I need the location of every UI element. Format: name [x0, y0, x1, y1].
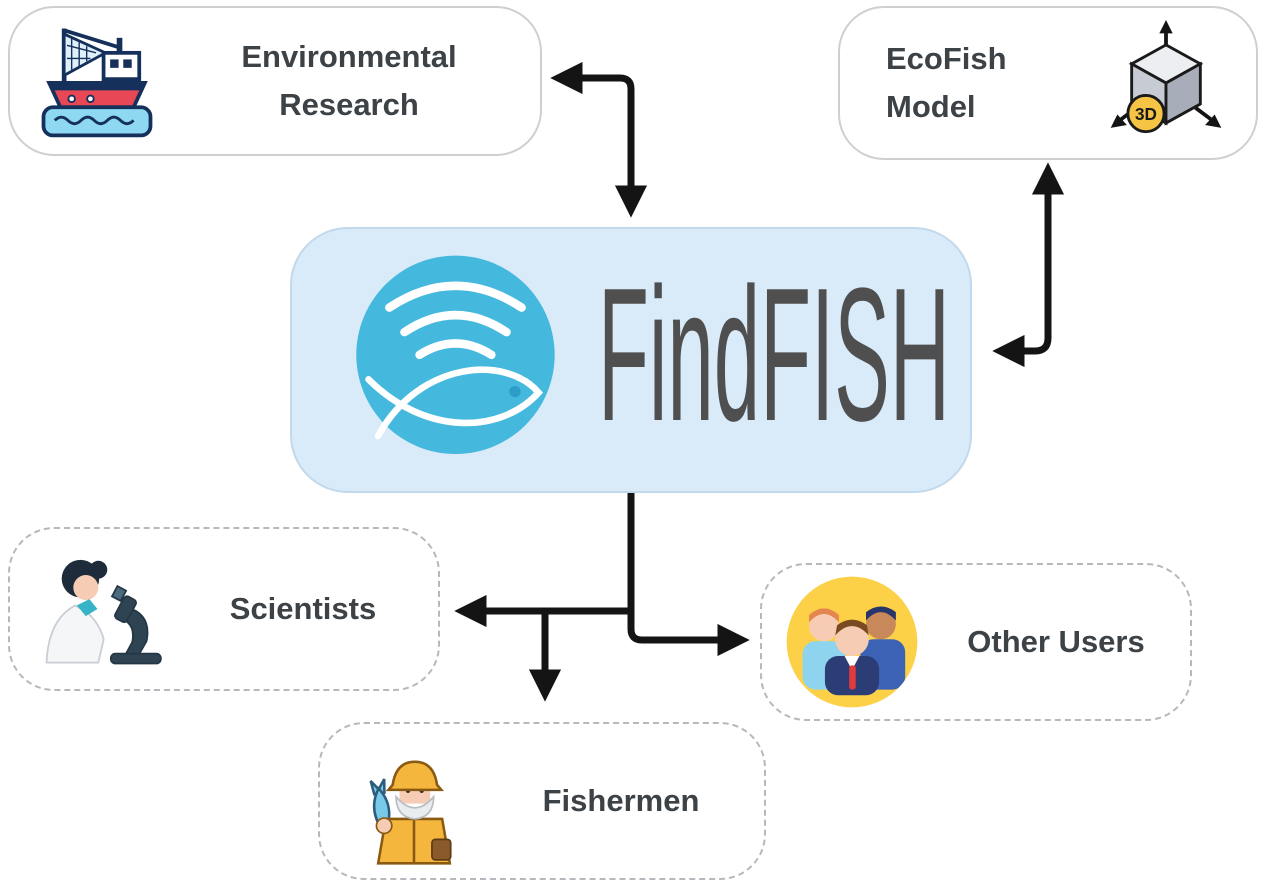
- node-environmental-research: Environmental Research: [8, 6, 542, 156]
- fish-sonar-logo-icon: [344, 249, 566, 471]
- label-line-2: Model: [886, 89, 976, 124]
- label-line-1: Environmental: [241, 38, 457, 74]
- findfish-title-text: FindFISH: [598, 249, 950, 461]
- node-label-other-users: Other Users: [967, 623, 1145, 659]
- label-line-2: Research: [279, 87, 419, 122]
- node-label-scientists: Scientists: [229, 590, 377, 626]
- node-ecofish-model: EcoFish Model 3D: [838, 6, 1258, 160]
- fisherman-icon: [350, 735, 478, 867]
- node-scientists: Scientists: [8, 527, 440, 691]
- node-fishermen: Fishermen: [318, 722, 766, 880]
- people-group-icon: [782, 572, 922, 712]
- node-other-users: Other Users: [760, 563, 1192, 721]
- node-label-fishermen: Fishermen: [542, 782, 700, 818]
- scientist-microscope-icon: [34, 545, 168, 673]
- node-label-ecofish-model: EcoFish Model: [840, 35, 1104, 131]
- node-findfish: FindFISH: [290, 227, 972, 493]
- cube-3d-badge-text: 3D: [1135, 104, 1157, 124]
- edge-findfish-other-users: [627, 493, 750, 657]
- findfish-wordmark: FindFISH: [594, 244, 962, 477]
- cube-3d-icon: 3D: [1104, 16, 1228, 150]
- label-line-1: EcoFish: [886, 40, 1007, 76]
- node-label-environmental-research: Environmental Research: [158, 33, 540, 129]
- fishing-boat-icon: [36, 15, 158, 147]
- edge-ecofish-model-findfish: [992, 162, 1065, 368]
- edge-environmental-research-findfish: [550, 61, 648, 218]
